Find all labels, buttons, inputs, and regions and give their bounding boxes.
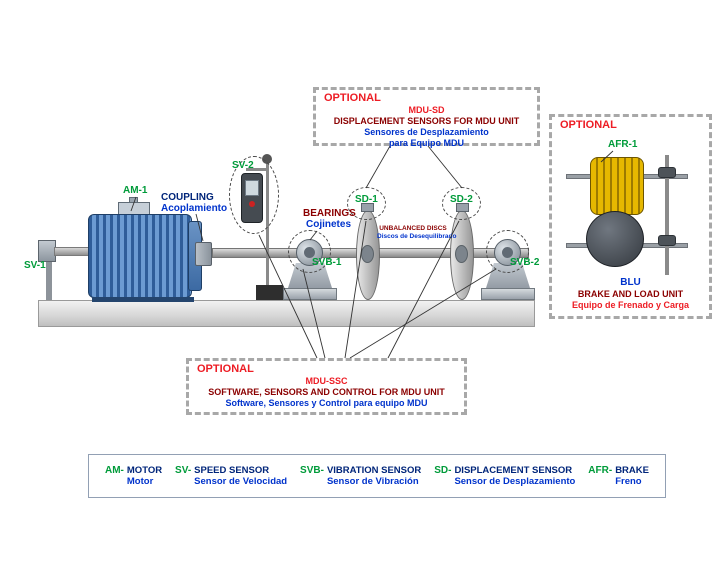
optional-tag-mdu-sd: OPTIONAL	[324, 92, 381, 104]
coupling-label-en: COUPLING	[161, 192, 214, 203]
optional-tag-blu: OPTIONAL	[560, 119, 617, 131]
legend-label-es-vibration-sensor: Sensor de Vibración	[326, 476, 419, 487]
bearings-label-es: Cojinetes	[306, 219, 352, 230]
sv1-label: SV-1	[24, 260, 46, 271]
sv2-stand-base	[256, 285, 283, 300]
mdu-ssc-code: MDU-SSC	[305, 376, 348, 386]
motor-body	[88, 214, 192, 298]
mdu-sd-subtitle-es-line1: Sensores de Desplazamiento	[364, 127, 489, 137]
legend-label-en-brake: BRAKE	[615, 465, 649, 476]
sd2-label: SD-2	[450, 194, 473, 205]
legend-label-en-motor: MOTOR	[126, 465, 163, 476]
mdu-sd-title-en: DISPLACEMENT SENSORS FOR MDU UNIT	[333, 116, 520, 126]
sv2-callout-ellipse	[229, 156, 279, 234]
sd1-label: SD-1	[355, 194, 378, 205]
disc2-hub	[455, 245, 468, 263]
svb1-label: SVB-1	[312, 257, 342, 268]
svb2-callout-ellipse	[486, 230, 529, 273]
legend-label-en-displacement-sensor: DISPLACEMENT SENSOR	[454, 465, 573, 476]
mdu-sd-subtitle-es-line2: para Equipo MDU	[388, 138, 464, 148]
blu-belt-drum	[590, 157, 644, 215]
coupling-graphic	[195, 242, 212, 266]
blu-brake-disc	[586, 211, 644, 267]
bearing2-baseplate	[481, 288, 535, 300]
sv2-label: SV-2	[232, 160, 254, 171]
legend-label-es-speed-sensor: Sensor de Velocidad	[194, 476, 288, 487]
legend-label-es-displacement-sensor: Sensor de Desplazamiento	[454, 476, 576, 487]
legend-item-brake: AFR- BRAKE Freno	[588, 465, 649, 487]
sv2-stand-pole	[266, 162, 269, 300]
motor-base	[92, 297, 194, 302]
legend-prefix-sv: SV-	[175, 465, 192, 476]
legend-item-speed-sensor: SV- SPEED SENSOR Sensor de Velocidad	[175, 465, 287, 487]
mdu-ssc-title-en: SOFTWARE, SENSORS AND CONTROL FOR MDU UN…	[208, 387, 445, 397]
mdu-sd-code: MDU-SD	[408, 105, 445, 115]
mdu-ssc-subtitle-es: Software, Sensores y Control para equipo…	[225, 398, 428, 408]
blu-code: BLU	[620, 277, 641, 288]
blu-rod	[665, 155, 669, 275]
optional-box-blu: OPTIONAL AFR-1 BLU BRAKE AND LOAD UNIT E…	[549, 114, 712, 319]
sv1-sensor-stand	[46, 262, 52, 300]
optional-box-mdu-sd: OPTIONAL MDU-SD DISPLACEMENT SENSORS FOR…	[313, 87, 540, 148]
legend-prefix-svb: SVB-	[300, 465, 324, 476]
legend-prefix-afr: AFR-	[588, 465, 613, 476]
legend-item-motor: AM- MOTOR Motor	[105, 465, 162, 487]
legend-item-vibration-sensor: SVB- VIBRATION SENSOR Sensor de Vibració…	[300, 465, 421, 487]
blu-rod-pulley-bottom	[658, 235, 676, 246]
am1-label: AM-1	[123, 185, 148, 196]
blu-title-en: BRAKE AND LOAD UNIT	[577, 289, 684, 299]
legend-prefix-am: AM-	[105, 465, 124, 476]
bearing1-baseplate	[283, 288, 337, 300]
blu-rod-pulley-top	[658, 167, 676, 178]
legend-prefix-sd: SD-	[434, 465, 452, 476]
legend-label-en-vibration-sensor: VIBRATION SENSOR	[326, 465, 422, 476]
coupling-label-es: Acoplamiento	[161, 203, 228, 214]
legend-label-es-brake: Freno	[615, 476, 642, 487]
optional-tag-mdu-ssc: OPTIONAL	[197, 363, 254, 375]
base-platform	[38, 300, 535, 327]
discs-label-es: Discos de Desequilibrado	[377, 233, 457, 240]
discs-label: UNBALANCED DISCS Discos de Desequilibrad…	[377, 225, 457, 241]
blu-text-block: BLU BRAKE AND LOAD UNIT Equipo de Frenad…	[552, 277, 709, 311]
blu-subtitle-es: Equipo de Frenado y Carga	[571, 300, 690, 310]
legend-label-en-speed-sensor: SPEED SENSOR	[194, 465, 270, 476]
sv2-stand-ball	[262, 154, 272, 164]
afr1-label: AFR-1	[608, 139, 638, 150]
motor-shaft-stub	[54, 247, 90, 256]
svb2-label: SVB-2	[510, 257, 540, 268]
optional-box-mdu-ssc: OPTIONAL MDU-SSC SOFTWARE, SENSORS AND C…	[186, 358, 467, 415]
discs-label-en: UNBALANCED DISCS	[379, 225, 447, 232]
bearings-label-en: BEARINGS	[303, 208, 356, 219]
legend-label-es-motor: Motor	[126, 476, 154, 487]
legend-item-displacement-sensor: SD- DISPLACEMENT SENSOR Sensor de Despla…	[434, 465, 575, 487]
disc1-hub	[361, 245, 374, 263]
legend-box: AM- MOTOR Motor SV- SPEED SENSOR Sensor …	[88, 454, 666, 498]
